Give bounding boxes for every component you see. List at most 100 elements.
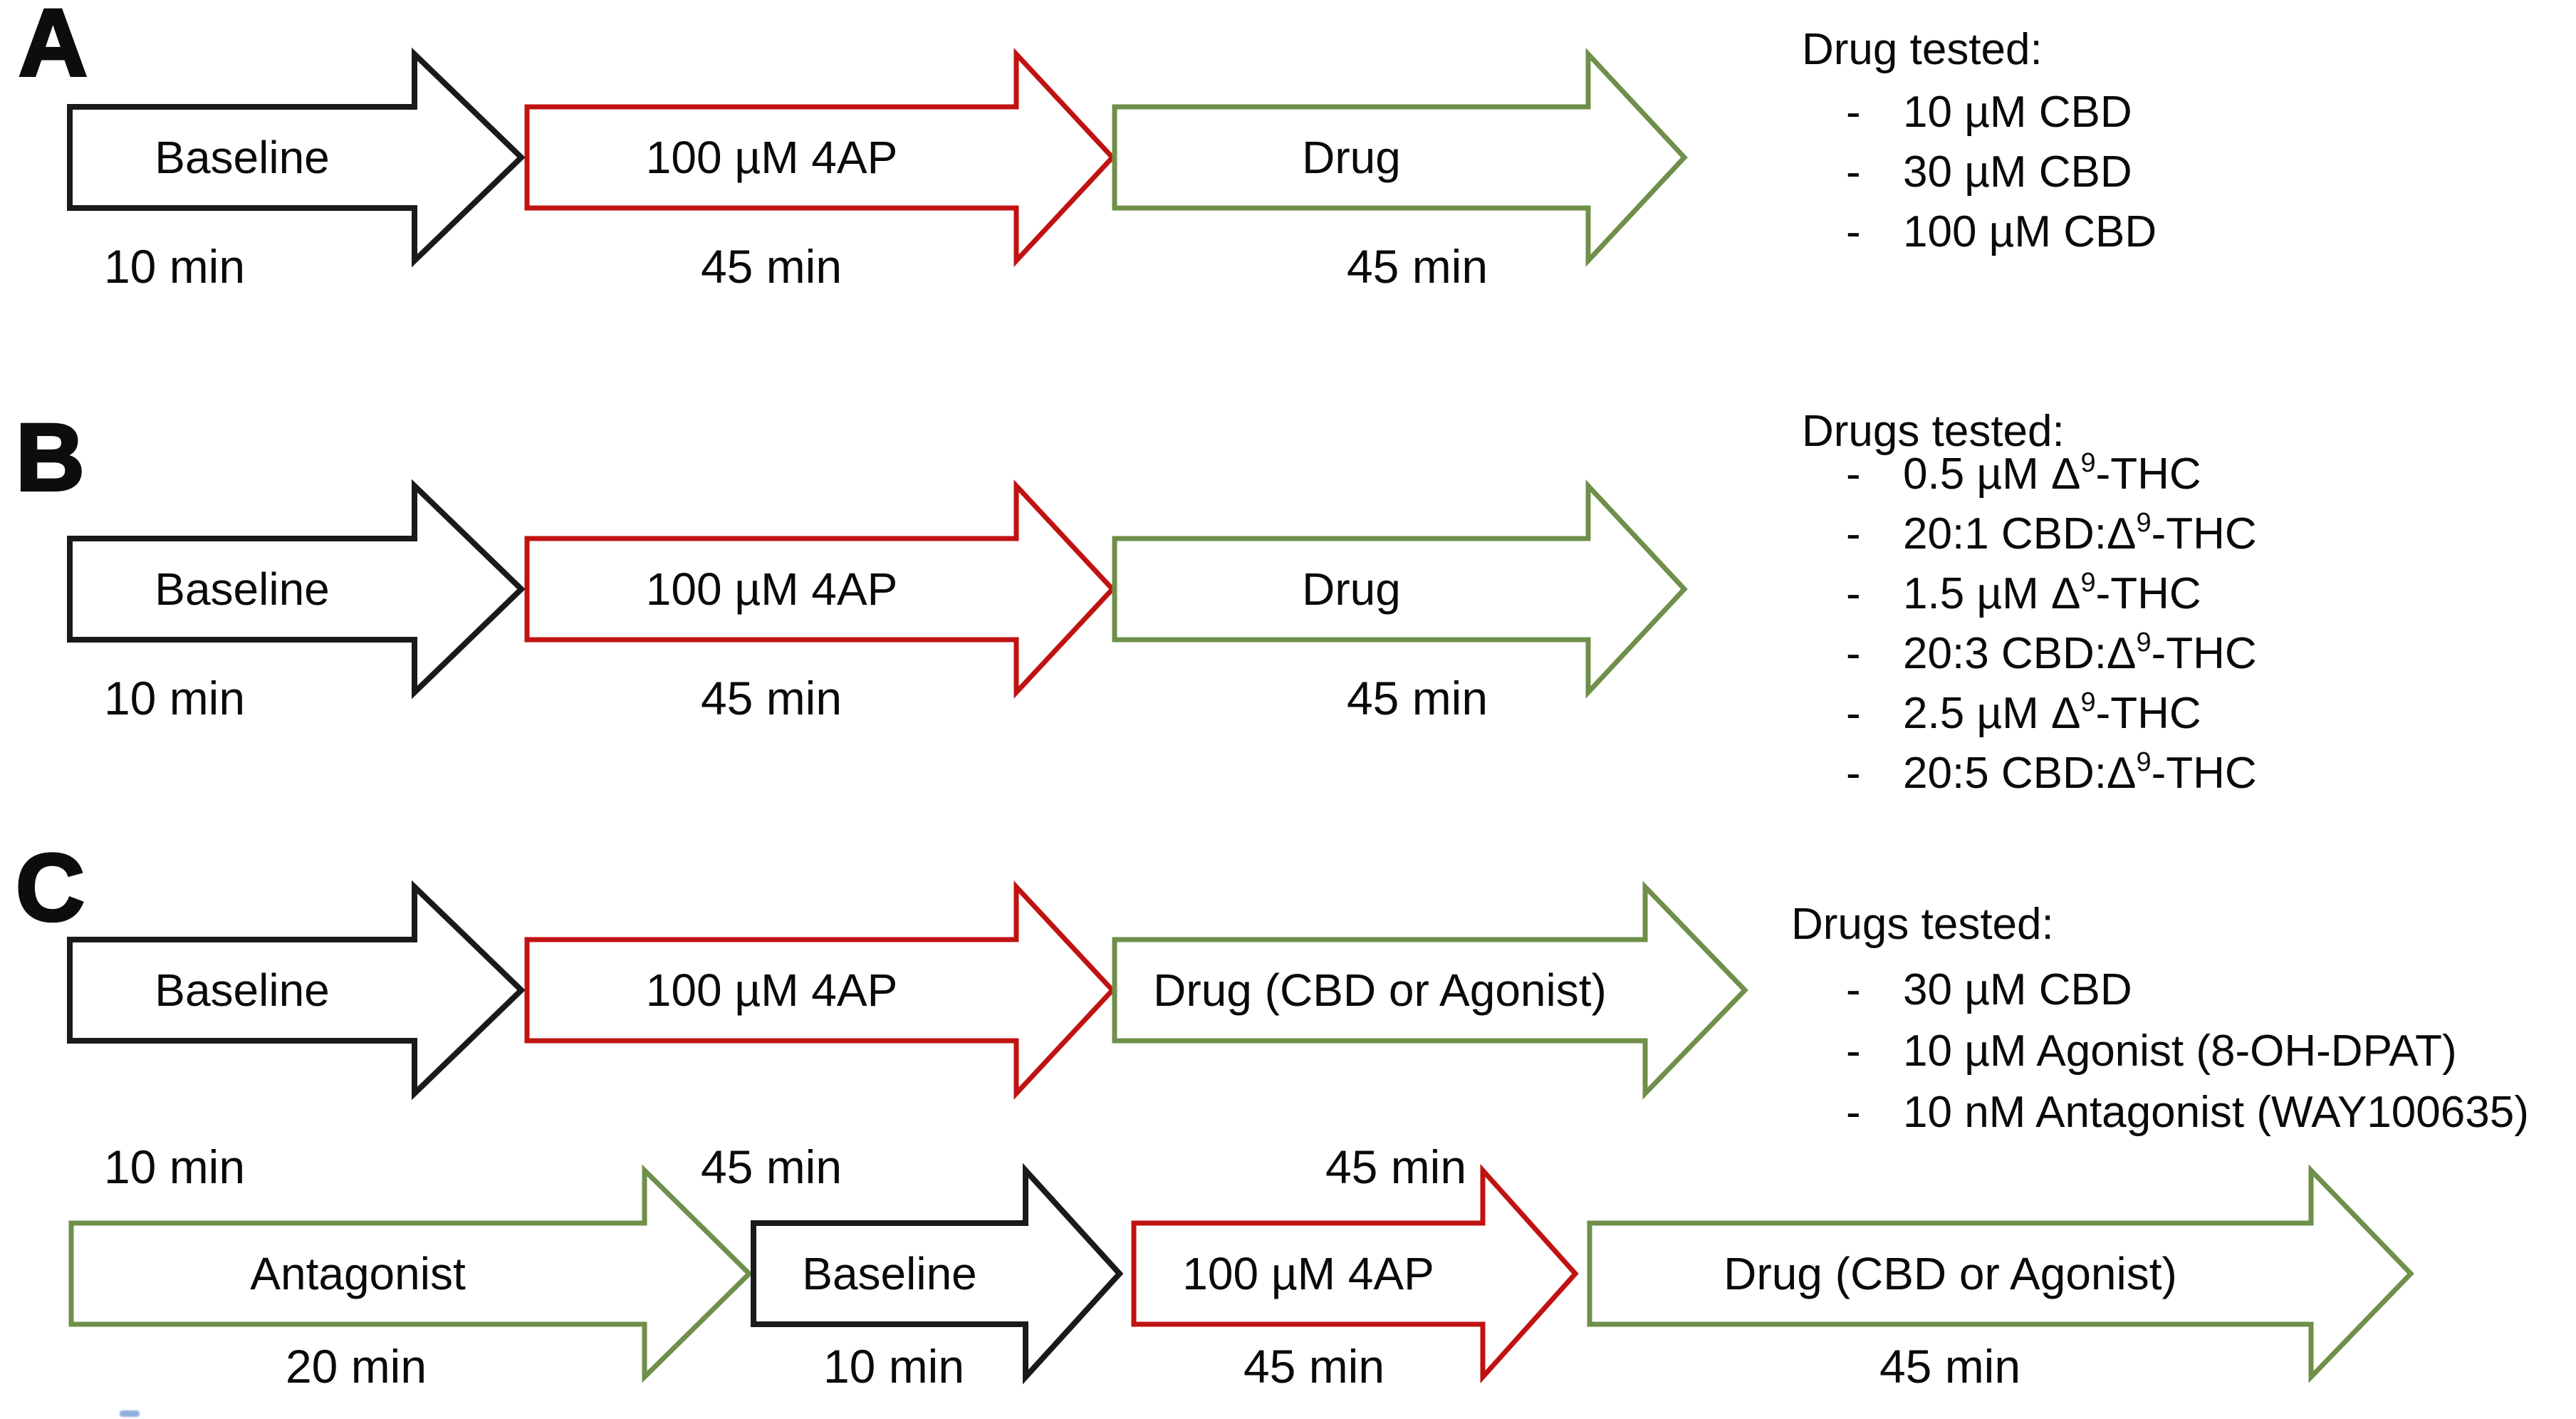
item-post: -THC: [2095, 689, 2201, 738]
duration-drug-b: 45 min: [1346, 672, 1488, 724]
arrow-shape: [67, 47, 526, 268]
item-pre: 10 nM Antagonist (WAY100635): [1903, 1088, 2529, 1137]
bullet-dash: -: [1846, 509, 1861, 558]
list-item-text: 10 nM Antagonist (WAY100635): [1903, 1087, 2529, 1138]
item-pre: 0.5 µM Δ: [1903, 449, 2081, 499]
list-item-text: 30 µM CBD: [1903, 147, 2132, 197]
arrow-4ap-a-label: 100 µM 4AP: [645, 132, 898, 183]
item-post: -THC: [2151, 629, 2257, 678]
baseline-arrow-outline: [67, 47, 526, 268]
arrow-drug-a: Drug: [1112, 48, 1688, 267]
item-post: -THC: [2095, 569, 2201, 618]
arrow-drug-b: Drug: [1112, 479, 1688, 699]
list-item-text: 20:3 CBD:Δ9-THC: [1903, 628, 2257, 679]
arrow-4ap-c1: 100 µM 4AP: [524, 880, 1116, 1100]
item-pre: 100 µM CBD: [1903, 207, 2157, 256]
arrow-drug-a-label: Drug: [1302, 132, 1401, 183]
bullet-dash: -: [1846, 749, 1861, 798]
bullet-dash: -: [1846, 569, 1861, 618]
item-sup: 9: [2080, 568, 2096, 598]
arrow-antagonist-c2: Antagonist: [68, 1164, 753, 1383]
duration-baseline-a: 10 min: [103, 240, 246, 293]
item-sup: 9: [2080, 687, 2096, 717]
baseline-arrow-outline: [67, 479, 526, 700]
baseline-arrow-outline: [751, 1163, 1124, 1385]
duration-4ap-c2: 45 min: [1243, 1340, 1385, 1393]
drug-arrow-outline: [1112, 48, 1688, 267]
arrow-shape: [67, 479, 526, 700]
arrow-baseline-c1-label: Baseline: [155, 965, 330, 1016]
arrow-4ap-c1-label: 100 µM 4AP: [645, 965, 898, 1016]
bullet-dash: -: [1846, 689, 1861, 738]
duration-4ap-c1: 45 min: [700, 1140, 843, 1193]
bullet-dash: -: [1846, 207, 1861, 256]
duration-drug-c2: 45 min: [1879, 1340, 2021, 1393]
duration-drug-a: 45 min: [1346, 240, 1488, 293]
list-item-text: 100 µM CBD: [1903, 207, 2157, 257]
list-item-text: 30 µM CBD: [1903, 965, 2132, 1015]
arrow-baseline-b-label: Baseline: [155, 563, 330, 615]
arrow-4ap-b: 100 µM 4AP: [524, 479, 1116, 699]
item-post: -THC: [2151, 749, 2257, 798]
bullet-dash: -: [1846, 1026, 1861, 1076]
fourap-arrow-outline: [524, 880, 1116, 1100]
fourap-arrow-outline: [1131, 1163, 1579, 1384]
panel-a-letter: A: [17, 0, 89, 96]
blue-artifact-mark: [120, 1410, 140, 1417]
arrow-shape: [1112, 880, 1748, 1100]
list-item-text: 0.5 µM Δ9-THC: [1903, 448, 2201, 499]
arrow-shape: [68, 1164, 753, 1383]
item-sup: 9: [2080, 448, 2096, 478]
arrow-drug-c1: Drug (CBD or Agonist): [1112, 880, 1748, 1100]
bullet-dash: -: [1846, 1088, 1861, 1137]
arrow-baseline-a-label: Baseline: [155, 132, 330, 183]
fourap-arrow-outline: [524, 48, 1116, 267]
item-pre: 10 µM CBD: [1903, 88, 2132, 137]
arrow-4ap-a: 100 µM 4AP: [524, 48, 1116, 267]
arrow-baseline-c2-label: Baseline: [802, 1248, 977, 1299]
bullet-dash: -: [1846, 965, 1861, 1014]
panel-b-list-heading: Drugs tested:: [1802, 407, 2065, 456]
list-item-text: 20:5 CBD:Δ9-THC: [1903, 747, 2257, 799]
item-sup: 9: [2136, 628, 2152, 657]
panel-c-letter: C: [14, 835, 86, 941]
arrow-4ap-c2: 100 µM 4AP: [1131, 1163, 1579, 1384]
list-item-text: 20:1 CBD:Δ9-THC: [1903, 508, 2257, 559]
bullet-dash: -: [1846, 449, 1861, 499]
panel-b-letter: B: [14, 405, 86, 511]
drug-arrow-outline: [1112, 880, 1748, 1100]
arrow-shape: [1131, 1163, 1579, 1384]
arrow-baseline-b: Baseline: [67, 479, 526, 700]
arrow-shape: [1112, 479, 1688, 699]
arrow-shape: [524, 880, 1116, 1100]
arrow-antagonist-c2-label: Antagonist: [250, 1248, 466, 1299]
arrow-baseline-c1: Baseline: [67, 880, 526, 1101]
baseline-arrow-outline: [67, 880, 526, 1101]
drug-arrow-outline: [1587, 1164, 2414, 1383]
arrow-4ap-c2-label: 100 µM 4AP: [1182, 1248, 1434, 1299]
item-post: -THC: [2095, 449, 2201, 499]
duration-drug-c1: 45 min: [1325, 1140, 1467, 1193]
drug-arrow-outline: [68, 1164, 753, 1383]
item-sup: 9: [2136, 508, 2152, 538]
arrow-shape: [1112, 48, 1688, 267]
arrow-baseline-c2: Baseline: [751, 1163, 1124, 1385]
bullet-dash: -: [1846, 88, 1861, 137]
arrow-shape: [524, 479, 1116, 699]
duration-4ap-b: 45 min: [700, 672, 843, 724]
item-pre: 30 µM CBD: [1903, 147, 2132, 197]
list-item-text: 2.5 µM Δ9-THC: [1903, 687, 2201, 739]
item-post: -THC: [2151, 509, 2257, 558]
duration-baseline-c1: 10 min: [103, 1140, 246, 1193]
panel-a-list-heading: Drug tested:: [1802, 25, 2043, 74]
item-sup: 9: [2136, 747, 2152, 777]
duration-4ap-a: 45 min: [700, 240, 843, 293]
arrow-shape: [751, 1163, 1124, 1385]
arrow-shape: [524, 48, 1116, 267]
item-pre: 1.5 µM Δ: [1903, 569, 2081, 618]
item-pre: 30 µM CBD: [1903, 965, 2132, 1014]
item-pre: 20:3 CBD:Δ: [1903, 629, 2137, 678]
item-pre: 2.5 µM Δ: [1903, 689, 2081, 738]
item-pre: 10 µM Agonist (8-OH-DPAT): [1903, 1026, 2457, 1076]
fourap-arrow-outline: [524, 479, 1116, 699]
